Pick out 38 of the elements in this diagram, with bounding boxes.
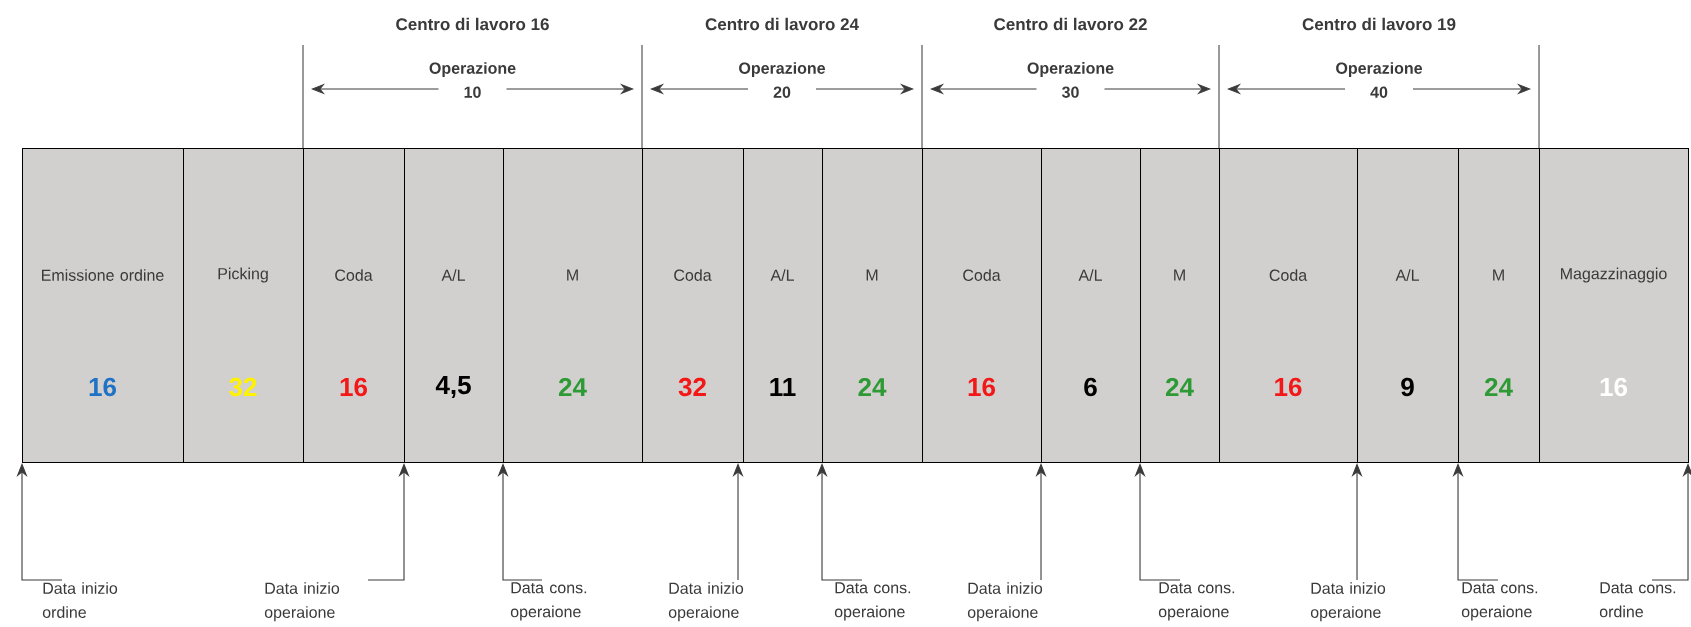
leader-line xyxy=(1134,463,1181,581)
process-box: Picking 32 xyxy=(183,148,304,463)
work-center-title: Centro di lavoro 19 xyxy=(1302,17,1456,31)
date-label: Data cons. operaione xyxy=(1158,582,1235,621)
process-box: A/L 11 xyxy=(743,148,823,463)
date-label: Data cons. operaione xyxy=(1461,582,1538,621)
date-label: Data cons. ordine xyxy=(1599,582,1676,618)
process-box: M 24 xyxy=(1140,148,1220,463)
process-box: M 24 xyxy=(503,148,643,463)
date-label: Data cons. operaione xyxy=(834,582,911,621)
operation-label: Operazione 20 xyxy=(739,62,826,98)
leader-line xyxy=(497,463,543,581)
process-box: A/L 9 xyxy=(1357,148,1459,463)
work-center-title: Centro di lavoro 22 xyxy=(994,17,1147,31)
process-box: Coda 16 xyxy=(1219,148,1358,463)
leader-line xyxy=(16,463,63,581)
process-box: Coda 32 xyxy=(642,148,744,463)
operation-label: Operazione 30 xyxy=(1027,62,1114,98)
date-label: Data cons. operaione xyxy=(510,582,587,621)
process-box: A/L 6 xyxy=(1041,148,1141,463)
operation-label: Operazione 10 xyxy=(429,62,516,98)
process-box: Emissione ordine 16 xyxy=(22,148,184,463)
date-label: Data inizio operaione xyxy=(264,582,340,622)
process-box: Coda 16 xyxy=(303,148,405,463)
operation-label: Operazione 40 xyxy=(1336,62,1423,98)
process-box: Coda 16 xyxy=(922,148,1042,463)
leader-line xyxy=(816,463,863,581)
date-label: Data inizio operaione xyxy=(668,582,744,622)
work-center-title: Centro di lavoro 16 xyxy=(396,17,549,31)
date-label: Data inizio operaione xyxy=(1310,582,1386,622)
work-center-title: Centro di lavoro 24 xyxy=(705,17,859,31)
process-box: M 24 xyxy=(1458,148,1540,463)
process-box: A/L 4,5 xyxy=(404,148,504,463)
date-label: Data inizio operaione xyxy=(967,582,1043,622)
leader-line xyxy=(1452,463,1499,581)
leader-line xyxy=(1651,463,1691,581)
date-label: Data inizio ordine xyxy=(42,582,118,618)
process-box: M 24 xyxy=(822,148,923,463)
